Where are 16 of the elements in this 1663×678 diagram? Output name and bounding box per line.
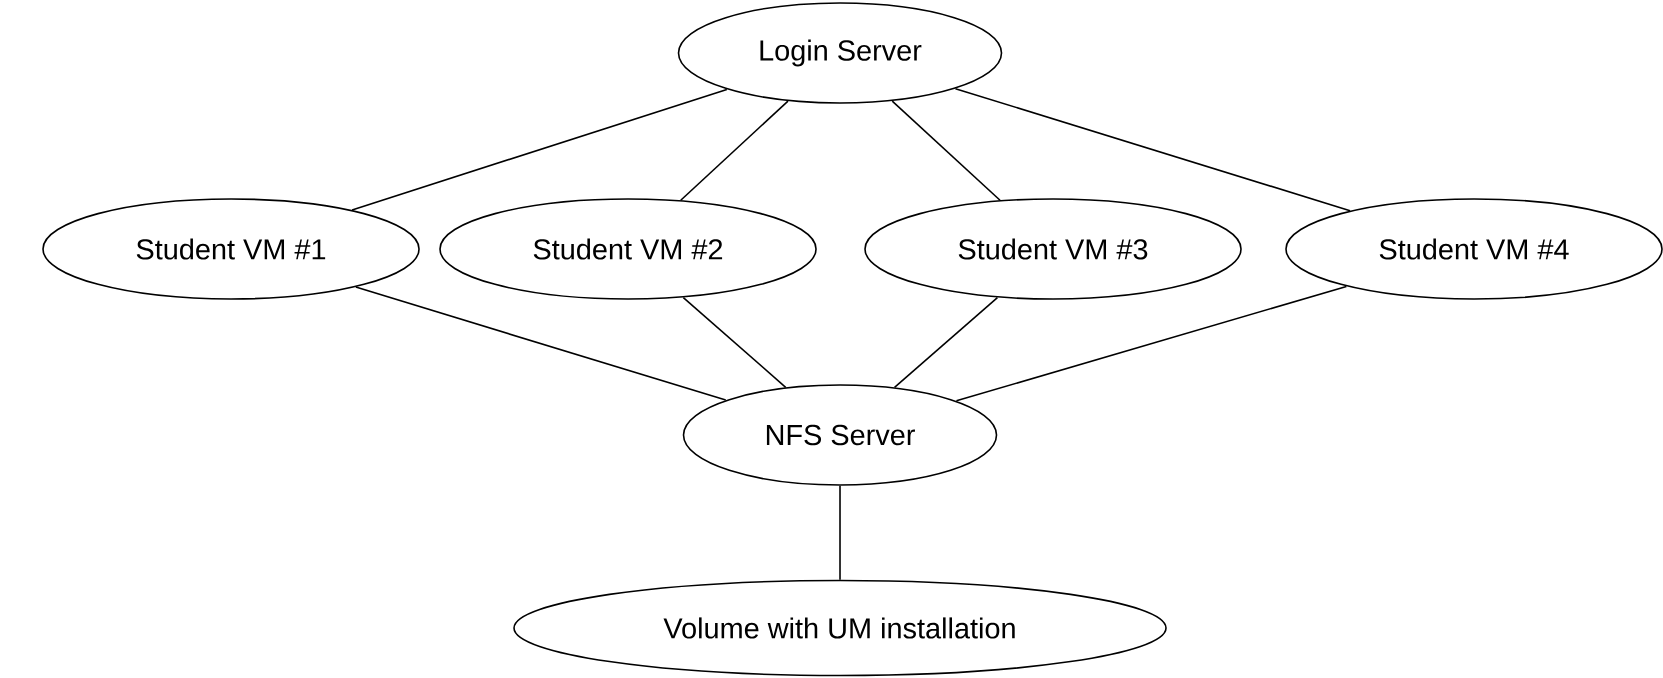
connector-line [351, 88, 728, 211]
connector-line [679, 100, 789, 201]
ellipse-node: Student VM #3 [864, 198, 1242, 300]
ellipse-node: Login Server [677, 2, 1003, 104]
ellipse-node: Student VM #1 [42, 198, 420, 300]
ellipse-node: Volume with UM installation [513, 579, 1167, 677]
connector-line [355, 286, 727, 401]
ellipse-node: NFS Server [682, 384, 998, 486]
connector-line [682, 296, 787, 389]
ellipse-node: Student VM #4 [1285, 198, 1663, 300]
connector-line [955, 285, 1348, 402]
connector-line [891, 100, 1001, 202]
ellipse-node: Student VM #2 [439, 198, 817, 300]
connector-line [954, 87, 1351, 212]
connector-line [839, 485, 841, 581]
connector-line [893, 296, 999, 389]
